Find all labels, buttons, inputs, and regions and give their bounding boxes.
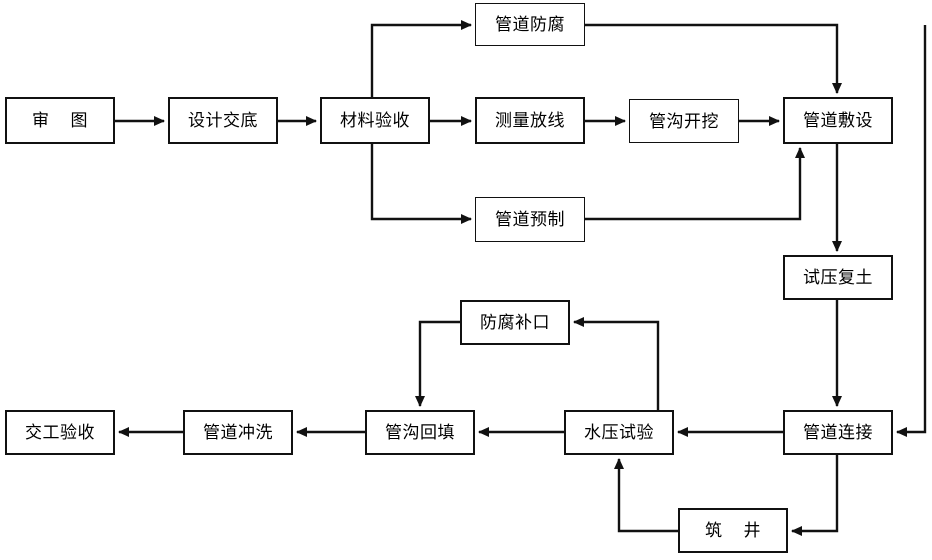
node-label: 管道预制 — [495, 210, 565, 229]
node-label: 管沟回填 — [385, 423, 455, 442]
node-fangfu-bukou[interactable]: 防腐补口 — [460, 300, 570, 345]
node-label: 审 图 — [32, 111, 88, 130]
node-guangou-kaiwa[interactable]: 管沟开挖 — [629, 99, 739, 143]
node-label: 水压试验 — [584, 423, 654, 442]
node-label: 测量放线 — [495, 111, 565, 130]
node-guangou-huitian[interactable]: 管沟回填 — [365, 410, 475, 455]
node-label: 管沟开挖 — [649, 111, 719, 131]
node-label: 管道防腐 — [495, 15, 565, 34]
node-sheji-jiaodi[interactable]: 设计交底 — [168, 97, 278, 144]
node-shuiya-shiyan[interactable]: 水压试验 — [564, 410, 674, 455]
edge-cailiaoyanshou-to-guandaofangfu — [370, 20, 472, 97]
node-shiya-futu[interactable]: 试压复土 — [783, 255, 893, 300]
node-label: 试压复土 — [803, 268, 873, 287]
node-label: 管道连接 — [803, 423, 873, 442]
node-shentu[interactable]: 审 图 — [5, 97, 115, 144]
node-guandao-lianjie[interactable]: 管道连接 — [783, 410, 893, 455]
edge-guandaoyuzhi-to-guandaofushe — [585, 147, 805, 221]
edge-zhujing-to-shuiyashiyan — [614, 458, 678, 533]
node-label: 材料验收 — [340, 111, 410, 130]
node-label: 防腐补口 — [480, 313, 550, 332]
edge-guandaolianjie-to-zhujing — [791, 455, 839, 536]
node-jiaogong-yanshou[interactable]: 交工验收 — [5, 410, 115, 455]
edge-fangfubukou-to-guangouhuitian — [415, 320, 460, 407]
node-celiang-fangxian[interactable]: 测量放线 — [475, 97, 585, 144]
node-label: 筑 井 — [705, 521, 761, 540]
node-guandao-chongxi[interactable]: 管道冲洗 — [183, 410, 293, 455]
node-guandao-fangfu[interactable]: 管道防腐 — [475, 3, 585, 46]
node-cailiao-yanshou[interactable]: 材料验收 — [320, 97, 430, 144]
node-guandao-fushe[interactable]: 管道敷设 — [783, 97, 893, 144]
edge-shuiyashiyan-to-fangfubukou — [573, 317, 660, 410]
node-label: 管道敷设 — [803, 111, 873, 130]
edge-guandaofangfu-bypass-to-guandaolianjie — [896, 25, 927, 437]
node-label: 交工验收 — [25, 423, 95, 442]
edge-guandaofangfu-to-guandaofushe — [585, 23, 842, 94]
edge-cailiaoyanshou-to-guandaoyuzhi — [370, 144, 472, 224]
node-guandao-yuzhi[interactable]: 管道预制 — [475, 197, 585, 242]
node-label: 设计交底 — [188, 111, 258, 130]
node-zhujing[interactable]: 筑 井 — [678, 508, 788, 553]
node-label: 管道冲洗 — [203, 423, 273, 442]
